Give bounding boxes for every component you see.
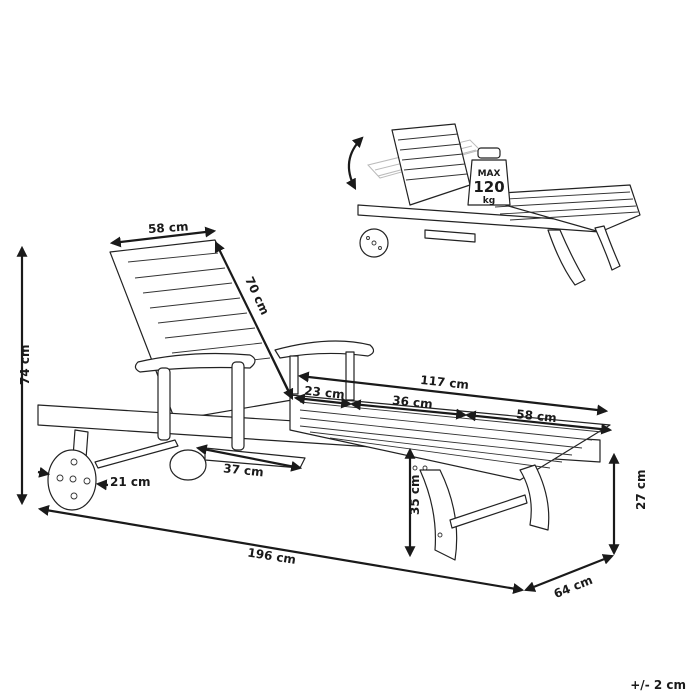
- label-foot-height: 27 cm: [634, 470, 648, 511]
- label-seat-height: 35 cm: [408, 475, 422, 516]
- dimension-lines: [16, 226, 620, 594]
- label-segment-3: 58 cm: [516, 407, 558, 425]
- label-wheel-diameter: 21 cm: [110, 475, 151, 489]
- svg-text:kg: kg: [483, 196, 495, 206]
- label-backrest-width: 58 cm: [148, 219, 189, 236]
- svg-text:120: 120: [473, 178, 504, 196]
- label-bed-length: 117 cm: [420, 373, 470, 392]
- label-segment-2: 36 cm: [392, 393, 434, 411]
- label-total-length: 196 cm: [247, 546, 297, 567]
- main-lounger: [37, 239, 611, 561]
- label-total-height: 74 cm: [18, 345, 32, 386]
- svg-text:MAX: MAX: [478, 169, 501, 179]
- label-tray-length: 37 cm: [223, 461, 265, 479]
- max-load-badge: MAX 120 kg: [467, 147, 511, 206]
- label-segment-1: 23 cm: [304, 384, 346, 402]
- inset-adjustable-backrest: MAX 120 kg: [345, 123, 641, 286]
- tolerance-note: +/- 2 cm: [630, 678, 686, 692]
